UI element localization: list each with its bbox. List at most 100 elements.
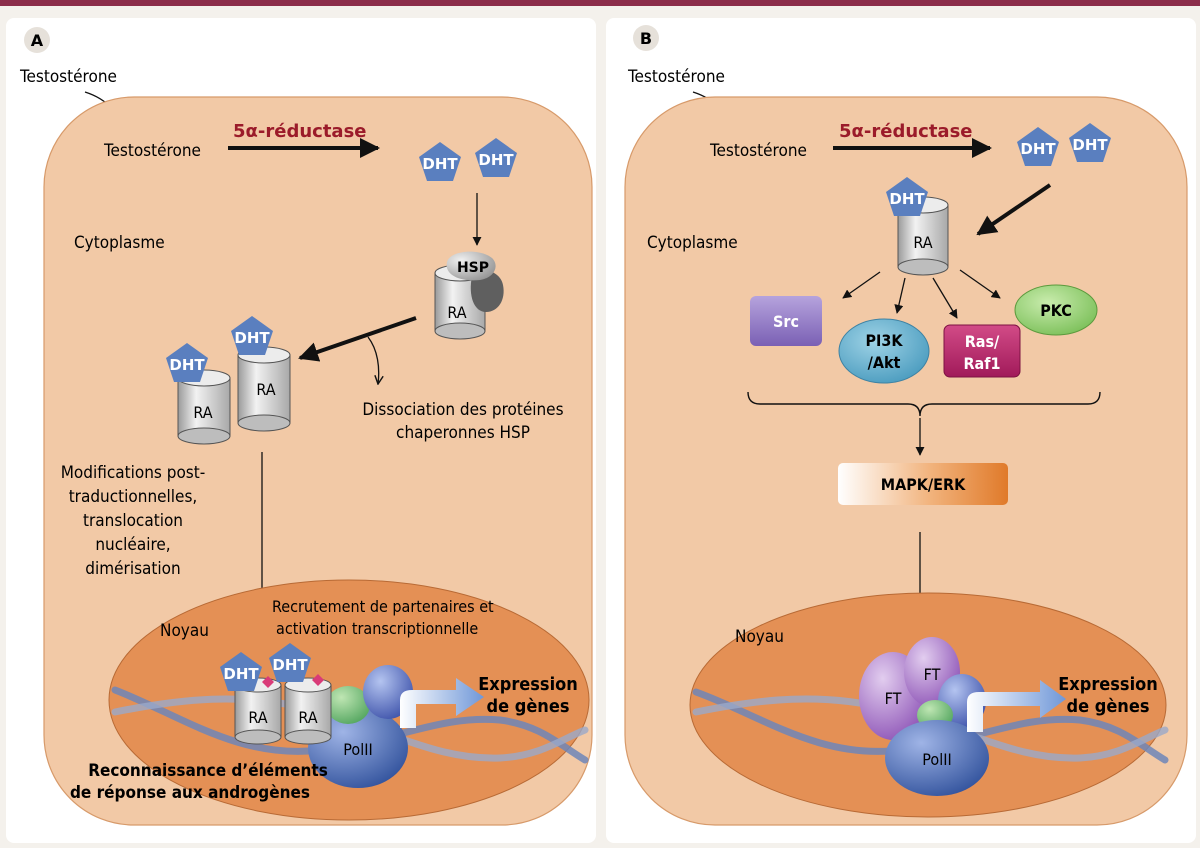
nucleus-label: Noyau bbox=[160, 621, 209, 641]
convergence-bracket bbox=[747, 391, 1101, 417]
ra-cylinder-base bbox=[284, 729, 332, 745]
top-bar bbox=[0, 0, 1200, 6]
recruitment-line2: activation transcriptionnelle bbox=[276, 619, 478, 638]
dht-pentagon bbox=[475, 138, 517, 177]
dht-label: DHT bbox=[1072, 136, 1108, 154]
panel-a: A Testostérone Testostérone 5α-réductase… bbox=[6, 18, 596, 843]
polii-label: PolII bbox=[343, 740, 372, 759]
dht-label: DHT bbox=[478, 151, 514, 169]
src-box bbox=[750, 296, 822, 346]
pkc-ellipse bbox=[1014, 284, 1098, 336]
panel-b-letter-badge bbox=[633, 25, 659, 51]
pi3k-ellipse bbox=[838, 318, 930, 384]
dht-label: DHT bbox=[889, 190, 925, 208]
enzyme-label: 5α-réductase bbox=[839, 121, 973, 142]
cytoplasm-label: Cytoplasme bbox=[74, 233, 165, 253]
dht-ra-pair: RA RA DHT DHT bbox=[166, 316, 291, 445]
recruitment-line1: Recrutement de partenaires et bbox=[272, 597, 494, 616]
dissociation-text-line2: chaperonnes HSP bbox=[396, 423, 530, 443]
ra-label: RA bbox=[447, 303, 466, 322]
ra-cylinder-base bbox=[434, 322, 486, 340]
polii-label: PolII bbox=[922, 750, 951, 769]
modifications-line2: traductionnelles, bbox=[69, 487, 198, 507]
expression-line1: Expression bbox=[1058, 674, 1158, 695]
polii-ellipse bbox=[885, 720, 989, 796]
mapk-box bbox=[838, 463, 1008, 505]
ra-cylinder bbox=[177, 377, 231, 437]
modifications-line5: dimérisation bbox=[85, 559, 180, 579]
dht-pentagon bbox=[1017, 127, 1059, 166]
dht-label: DHT bbox=[234, 329, 270, 347]
expression-arrow bbox=[400, 678, 484, 728]
src-label: Src bbox=[773, 312, 799, 331]
dht-label: DHT bbox=[223, 665, 259, 683]
panel-b: B Testostérone Testostérone 5α-réductase… bbox=[606, 18, 1196, 843]
dht-pair: DHT DHT bbox=[1017, 123, 1111, 166]
modifications-line1: Modifications post- bbox=[61, 463, 206, 483]
pi3k-arrow bbox=[894, 277, 906, 314]
dht-label: DHT bbox=[272, 656, 308, 674]
dht-pentagon bbox=[886, 177, 928, 216]
modifications-line3: translocation bbox=[83, 511, 183, 531]
panel-b-letter: B bbox=[640, 29, 652, 48]
expression-line1: Expression bbox=[478, 674, 578, 695]
ft-label: FT bbox=[924, 665, 941, 684]
dht-pentagon bbox=[269, 643, 311, 682]
pi3k-line2: /Akt bbox=[868, 353, 901, 372]
dht-pentagon bbox=[220, 652, 262, 691]
coactivator-mark bbox=[262, 676, 274, 688]
expression-line2: de gènes bbox=[487, 696, 570, 717]
dht-label: DHT bbox=[169, 356, 205, 374]
hsp-dark-lobe bbox=[470, 270, 504, 312]
dht-pentagon bbox=[166, 343, 208, 382]
ra-cylinder-base bbox=[897, 258, 949, 276]
modifications-line4: nucléaire, bbox=[95, 535, 170, 555]
dht-pentagon bbox=[419, 142, 461, 181]
ras-arrow bbox=[932, 277, 958, 319]
ra-label: RA bbox=[193, 403, 212, 422]
pkc-arrow bbox=[959, 269, 1001, 299]
ra-cylinder-base bbox=[234, 729, 282, 745]
ra-hsp-complex: RA HSP bbox=[434, 251, 504, 340]
testosterone-inside-label: Testostérone bbox=[103, 141, 201, 161]
ra-label: RA bbox=[298, 708, 317, 727]
ra-cylinder bbox=[234, 684, 282, 738]
dissociation-text-line1: Dissociation des protéines bbox=[362, 400, 563, 420]
ras-line1: Ras/ bbox=[965, 332, 1000, 351]
ra-dimer-on-dna: RA RA DHT DHT bbox=[220, 643, 332, 745]
dht-pentagon bbox=[231, 316, 273, 355]
cofactor-green bbox=[326, 686, 370, 724]
cytoplasm-label: Cytoplasme bbox=[647, 233, 738, 253]
enzyme-label: 5α-réductase bbox=[233, 121, 367, 142]
modifications-text: Modifications post- traductionnelles, tr… bbox=[61, 463, 206, 579]
expression-arrow bbox=[967, 680, 1066, 732]
ra-label: RA bbox=[256, 380, 275, 399]
mapk-label: MAPK/ERK bbox=[881, 475, 966, 494]
dissociation-arrow bbox=[367, 336, 379, 384]
testosterone-inside-label: Testostérone bbox=[709, 141, 807, 161]
ra-label: RA bbox=[913, 233, 932, 252]
testosterone-outside-label: Testostérone bbox=[19, 67, 117, 87]
ft-label: FT bbox=[885, 689, 902, 708]
nucleus-label: Noyau bbox=[735, 627, 784, 647]
ra-cylinder-base bbox=[177, 427, 231, 445]
dht-label: DHT bbox=[422, 155, 458, 173]
dht-label: DHT bbox=[1020, 140, 1056, 158]
dht-pentagon bbox=[1069, 123, 1111, 162]
binding-arrow bbox=[976, 183, 1052, 236]
ras-line2: Raf1 bbox=[963, 354, 1000, 373]
ra-label: RA bbox=[248, 708, 267, 727]
recognition-line1: Reconnaissance d’éléments bbox=[88, 761, 328, 781]
pi3k-line1: PI3K bbox=[865, 331, 903, 350]
ras-box bbox=[943, 324, 1021, 378]
panel-a-letter-badge bbox=[24, 27, 50, 53]
pkc-label: PKC bbox=[1040, 301, 1072, 320]
dht-ra-complex: RA DHT bbox=[886, 177, 949, 276]
hsp-label: HSP bbox=[457, 260, 489, 276]
hsp-blob bbox=[446, 251, 496, 281]
dht-pair: DHT DHT bbox=[419, 138, 517, 181]
panel-a-letter: A bbox=[31, 31, 44, 50]
src-arrow bbox=[842, 271, 881, 299]
